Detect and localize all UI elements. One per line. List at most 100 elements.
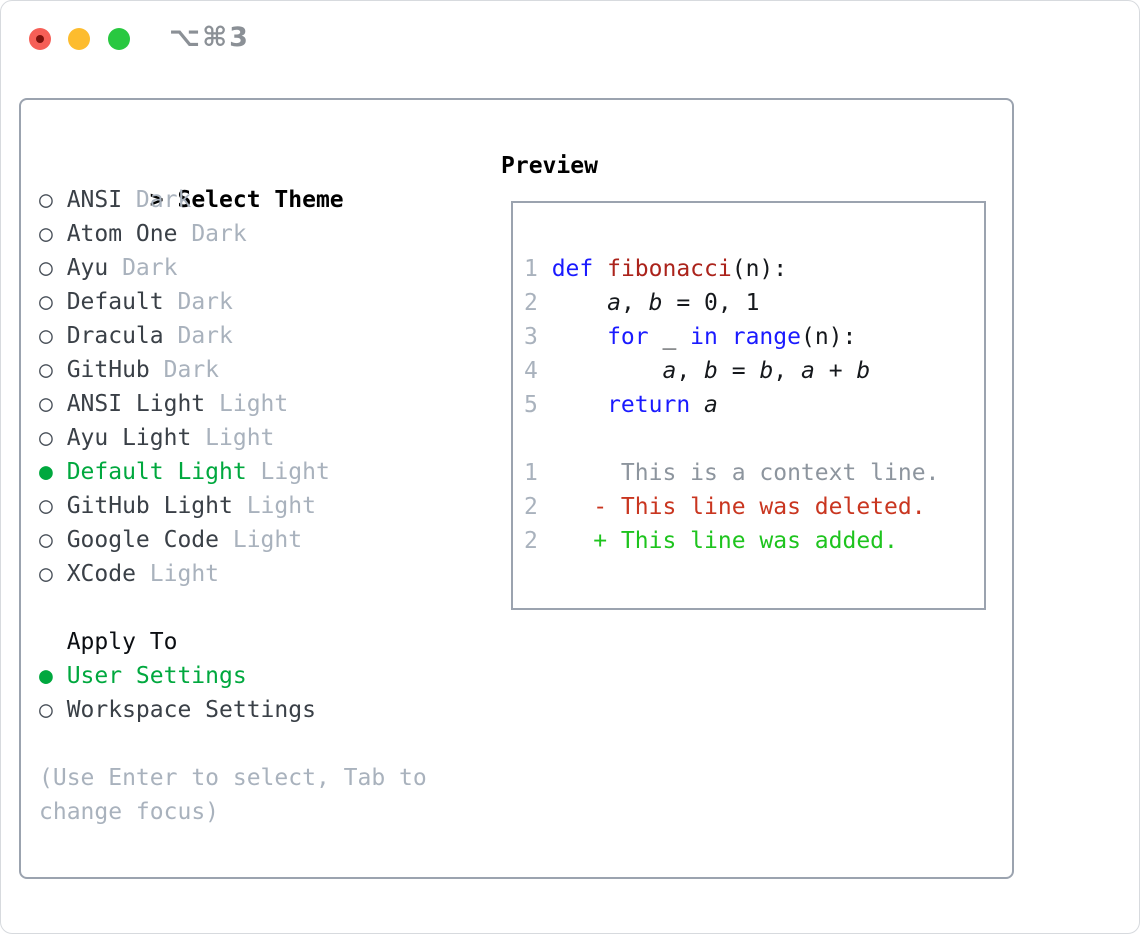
code-token: b [759,358,774,384]
theme-variant: Dark [163,289,233,315]
theme-option-atom-one-dark[interactable]: ○Atom One Dark [39,217,427,251]
theme-name: Atom One [66,221,178,247]
code-token: + This line was added. [551,528,898,554]
apply-option-label: User Settings [66,663,247,689]
theme-name: ANSI Light [66,391,206,417]
line-number: 1 [524,460,538,486]
radio-unselected-icon: ○ [39,425,53,451]
theme-variant: Dark [122,187,192,213]
code-token: , [676,358,705,384]
theme-variant: Light [191,425,275,451]
theme-name: Default Light [66,459,247,485]
code-token: a [801,358,815,384]
code-token: (n): [731,256,788,282]
code-token: for [607,324,649,350]
theme-option-github-light-light[interactable]: ○GitHub Light Light [39,489,427,523]
preview-line: 1 def fibonacci(n): [524,252,984,286]
radio-unselected-icon: ○ [39,391,53,417]
line-number: 4 [524,358,538,384]
radio-unselected-icon: ○ [39,221,53,247]
radio-unselected-icon: ○ [39,493,53,519]
theme-dialog: >Select Theme ○ANSI Dark○Atom One Dark○A… [19,98,1014,879]
theme-option-default-dark[interactable]: ○Default Dark [39,285,427,319]
theme-option-default-light-light[interactable]: ● Default Light Light [39,455,427,489]
theme-option-ansi-light-light[interactable]: ○ ANSI Light Light [39,387,427,421]
code-token: - This line was deleted. [551,494,926,520]
preview-line: 3 for _ in range(n): [524,320,984,354]
preview-line: 2 + This line was added. [524,524,984,558]
radio-unselected-icon: ○ [39,561,53,587]
close-button-edited-dot [36,35,44,43]
theme-option-github-dark[interactable]: ○GitHub Dark [39,353,427,387]
theme-variant: Light [246,459,330,485]
line-number: 2 [524,290,538,316]
apply-to-title: Apply To [66,629,178,655]
theme-variant: Dark [149,357,220,383]
radio-selected-icon: ● [39,663,53,689]
hint-line: change focus) [39,799,220,825]
apply-option-user-settings[interactable]: ● User Settings [39,659,427,693]
line-number: 3 [524,324,538,350]
code-token: , [773,358,801,384]
spacer [39,591,427,625]
code-token: return [607,392,691,418]
theme-picker: >Select Theme ○ANSI Dark○Atom One Dark○A… [39,149,427,829]
line-number: 1 [524,256,538,282]
preview-line [524,422,984,456]
picker-title-line: > Select Theme [39,149,427,213]
apply-option-workspace-settings[interactable]: ○ Workspace Settings [39,693,427,727]
preview-line: 4 a, b = b, a + b [524,354,984,388]
code-token: (n): [800,324,857,350]
theme-option-ansi-dark[interactable]: ○ANSI Dark [39,183,427,217]
code-token: b [648,290,663,316]
theme-name: Dracula [66,323,164,349]
preview-line: 2 - This line was deleted. [524,490,984,524]
minimize-button[interactable] [68,28,90,50]
focus-caret: > [149,187,164,213]
code-token: _ [648,324,691,350]
code-token: in [690,324,718,350]
preview-line: 5 return a [524,388,984,422]
theme-name: Google Code [66,527,220,553]
theme-option-dracula-dark[interactable]: ○Dracula Dark [39,319,427,353]
theme-name: GitHub [66,357,150,383]
theme-option-ayu-light-light[interactable]: ○ Ayu Light Light [39,421,427,455]
theme-variant: Light [135,561,220,587]
radio-unselected-icon: ○ [39,187,53,213]
keyboard-shortcut-label: ⌥⌘3 [169,22,250,53]
code-token [552,392,607,418]
apply-option-label: Workspace Settings [66,697,316,723]
code-token: = [717,358,760,384]
code-token [552,324,607,350]
code-token: def [551,256,594,282]
theme-option-google-code-light[interactable]: ○ Google Code Light [39,523,427,557]
code-token: fibonacci [607,256,732,282]
spacer [39,727,427,761]
radio-unselected-icon: ○ [39,697,53,723]
picker-title: Select Theme [177,187,344,213]
radio-selected-icon: ● [39,459,53,485]
theme-name: Ayu Light [66,425,192,451]
apply-to-list: ● User Settings ○ Workspace Settings [39,659,427,727]
theme-variant: Light [232,493,316,519]
theme-variant: Light [219,527,303,553]
theme-name: Default [66,289,164,315]
zoom-button[interactable] [108,28,130,50]
theme-name: Ayu [66,255,109,281]
code-token: , [620,290,649,316]
code-token [552,290,607,316]
theme-variant: Light [205,391,289,417]
preview-line: 2 a, b = 0, 1 [524,286,984,320]
radio-unselected-icon: ○ [39,527,53,553]
code-token: b [704,358,718,384]
theme-option-ayu-dark[interactable]: ○Ayu Dark [39,251,427,285]
preview-line: 1 This is a context line. [524,456,984,490]
close-button[interactable] [29,28,51,50]
theme-option-xcode-light[interactable]: ○XCode Light [39,557,427,591]
code-token [718,324,732,350]
code-token: a [662,358,677,384]
radio-unselected-icon: ○ [39,255,53,281]
line-number: 2 [524,528,538,554]
